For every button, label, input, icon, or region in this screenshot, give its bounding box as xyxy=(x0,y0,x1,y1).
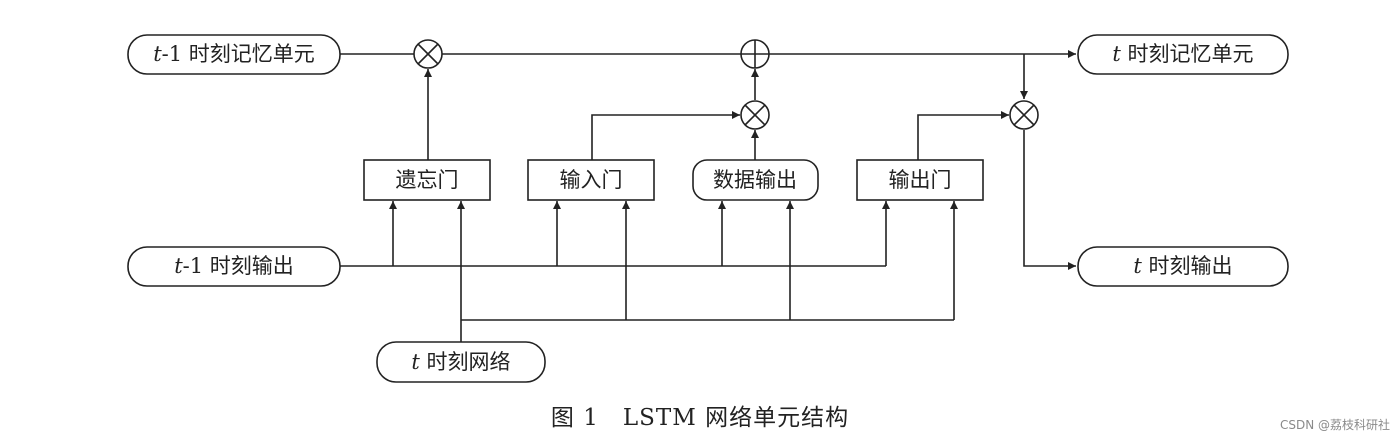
forget-gate: 遗忘门 xyxy=(363,159,491,201)
node-out-next-var: t xyxy=(1133,254,1142,278)
output-gate-to-mult-arrow xyxy=(917,111,1009,160)
add-op xyxy=(740,39,770,69)
figure-caption: 图 1 LSTM 网络单元结构 xyxy=(550,405,850,431)
multiply-op-input xyxy=(740,100,770,130)
node-cell-next-label: 时刻记忆单元 xyxy=(1121,42,1254,66)
input-gate: 输入门 xyxy=(527,159,655,201)
input-to-mult-arrow xyxy=(591,111,740,160)
data-output-node: 数据输出 xyxy=(692,159,819,201)
node-out-prev-var: t xyxy=(174,254,183,278)
node-cell-next: t 时刻记忆单元 xyxy=(1077,34,1289,75)
watermark: CSDN @荔枝科研社 xyxy=(1279,418,1390,432)
svg-text:t 时刻网络: t 时刻网络 xyxy=(411,350,510,374)
svg-text:t-1 时刻记忆单元: t-1 时刻记忆单元 xyxy=(153,42,315,66)
node-net-input-label: 时刻网络 xyxy=(420,350,511,374)
node-out-next-label: 时刻输出 xyxy=(1142,254,1233,278)
input-gate-label: 输入门 xyxy=(560,168,623,192)
node-cell-prev-var: t xyxy=(153,42,162,66)
svg-text:t 时刻记忆单元: t 时刻记忆单元 xyxy=(1112,42,1253,66)
svg-text:t 时刻输出: t 时刻输出 xyxy=(1133,254,1232,278)
node-net-input: t 时刻网络 xyxy=(376,341,546,383)
node-cell-prev-label: -1 时刻记忆单元 xyxy=(162,42,315,66)
output-gate: 输出门 xyxy=(856,159,984,201)
multiply-op-output xyxy=(1009,100,1039,130)
mult-to-output-arrow xyxy=(1023,130,1076,270)
node-out-next: t 时刻输出 xyxy=(1077,246,1289,287)
forget-gate-label: 遗忘门 xyxy=(396,168,459,192)
node-out-prev-label: -1 时刻输出 xyxy=(183,254,294,278)
node-cell-next-var: t xyxy=(1112,42,1121,66)
node-net-input-var: t xyxy=(411,350,420,374)
connections xyxy=(340,50,1076,342)
output-gate-label: 输出门 xyxy=(889,168,952,192)
node-cell-prev: t-1 时刻记忆单元 xyxy=(127,34,341,75)
lstm-diagram: t-1 时刻记忆单元 t 时刻记忆单元 t-1 时刻输出 t 时刻输出 t 时刻… xyxy=(127,34,1289,383)
svg-text:t-1 时刻输出: t-1 时刻输出 xyxy=(174,254,294,278)
data-output-label: 数据输出 xyxy=(713,168,797,192)
multiply-op-forget xyxy=(413,39,443,69)
node-out-prev: t-1 时刻输出 xyxy=(127,246,341,287)
